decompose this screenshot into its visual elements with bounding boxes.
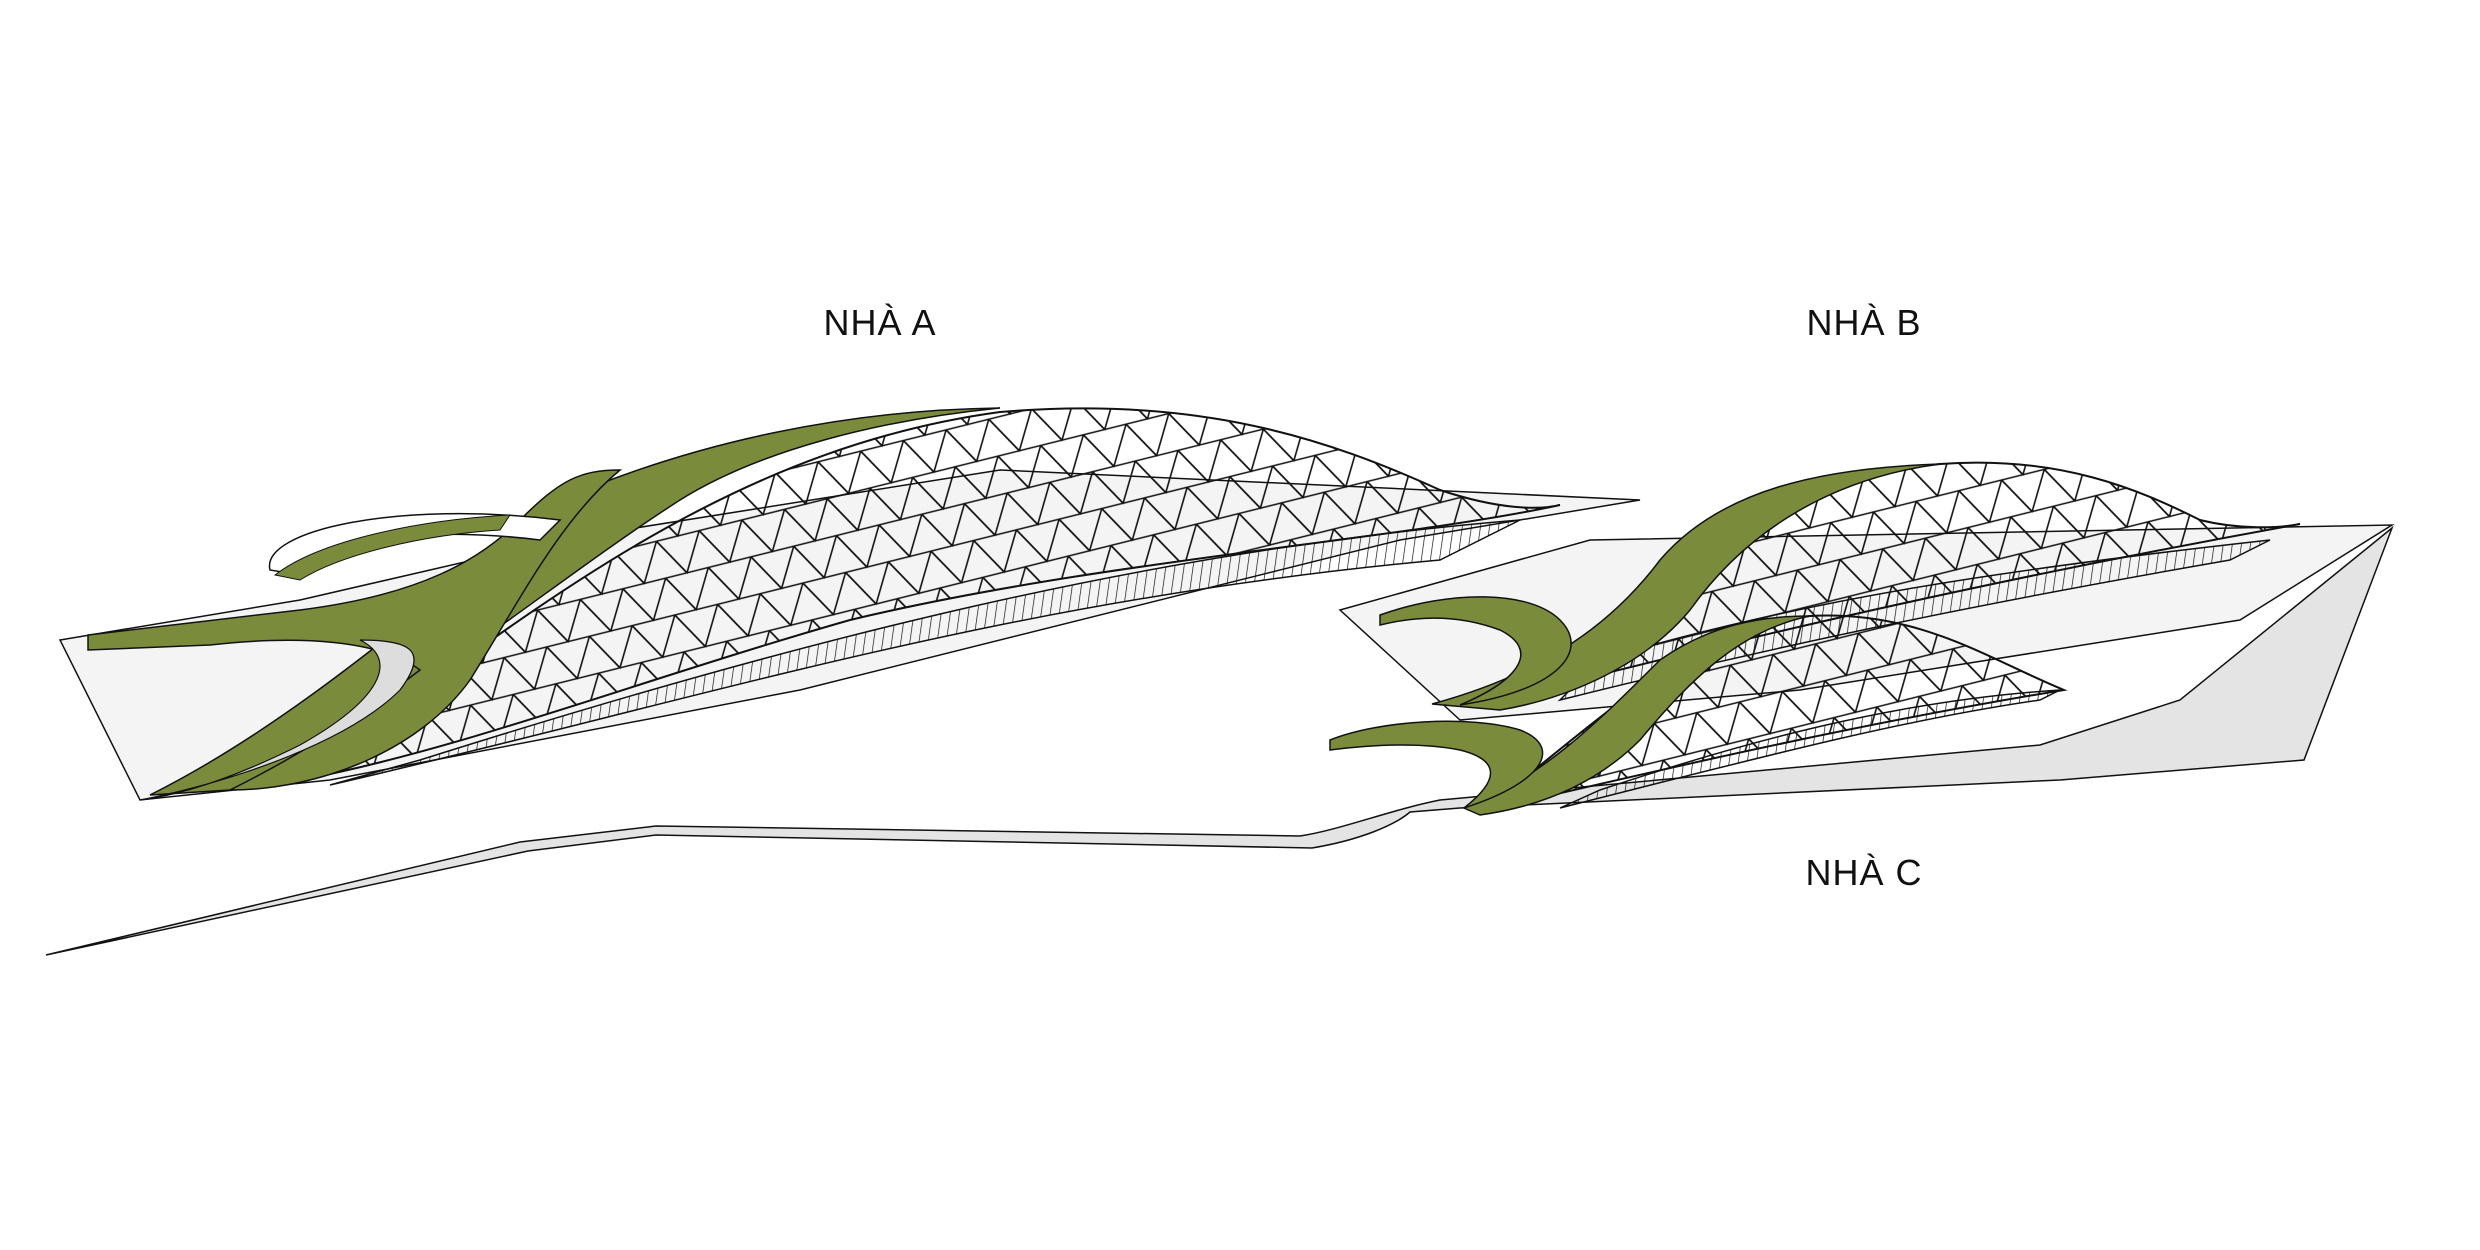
building-a (58, 407, 1641, 801)
building-b-green-roof (1431, 463, 1941, 711)
building-c-green-roof (1461, 615, 1811, 816)
building-c (1329, 614, 2068, 816)
building-c-label: NHÀ C (1805, 852, 1923, 893)
building-b-wing (1379, 596, 1572, 706)
building-a-plaza (139, 639, 415, 801)
ground-slab (45, 525, 2394, 956)
building-c-wing (1329, 720, 1544, 809)
building-a-facade (329, 519, 1521, 786)
building-b-label: NHÀ B (1806, 302, 1922, 343)
building-a-ramp-green (273, 514, 511, 581)
building-a-glass-shell (299, 407, 1561, 781)
building-a-label: NHÀ A (823, 302, 937, 343)
